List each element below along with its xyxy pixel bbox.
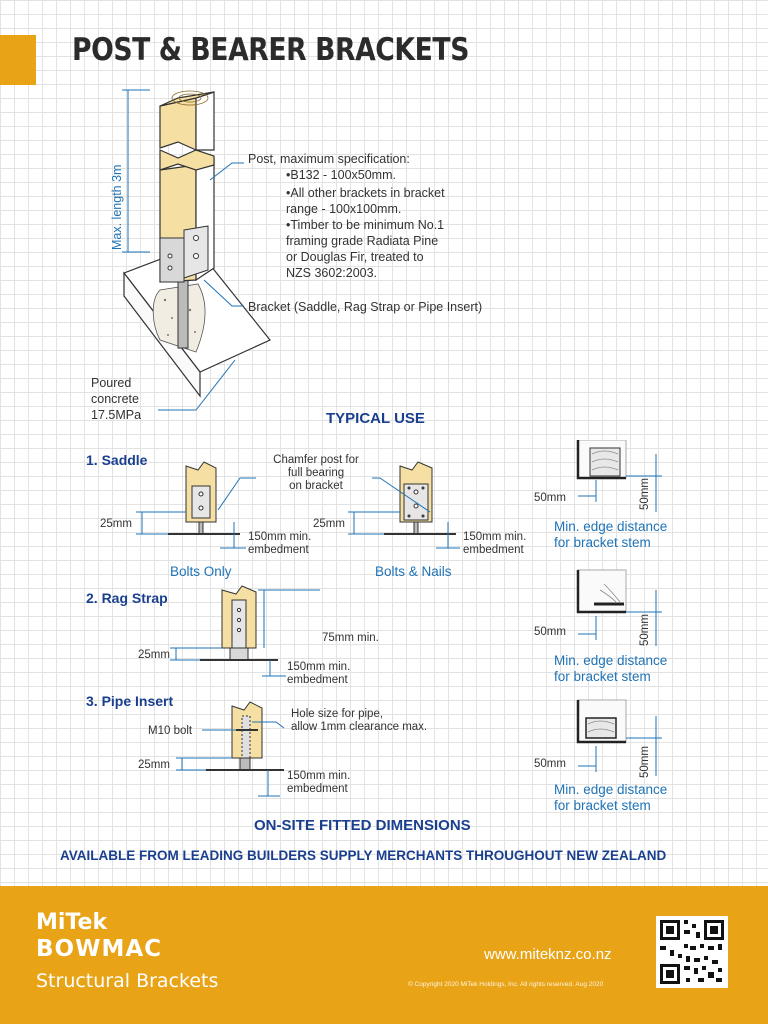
typical-use-heading: TYPICAL USE bbox=[326, 410, 425, 427]
saddle-dim-25-left: 25mm bbox=[100, 518, 132, 530]
chamfer-note: Chamfer post for full bearing on bracket bbox=[256, 454, 376, 493]
saddle-bolts-only bbox=[168, 461, 240, 535]
concrete-label: 17.5MPa bbox=[91, 408, 142, 422]
pipe-embed: 150mm min. embedment bbox=[287, 770, 350, 796]
availability-banner: AVAILABLE FROM LEADING BUILDERS SUPPLY M… bbox=[60, 848, 667, 863]
rag-strap-detail bbox=[200, 585, 278, 661]
caption-line: for bracket stem bbox=[554, 669, 651, 684]
edge-1-caption: Min. edge distance for bracket stem bbox=[554, 519, 667, 551]
note-line: on bracket bbox=[289, 480, 343, 492]
brand-bowmac: BOWMAC bbox=[36, 936, 163, 962]
note-line: 150mm min. bbox=[248, 531, 312, 543]
bracket-plates bbox=[159, 225, 209, 283]
bracket-stem bbox=[177, 275, 189, 349]
edge-3-caption: Min. edge distance for bracket stem bbox=[554, 782, 667, 814]
caption-line: for bracket stem bbox=[554, 798, 651, 813]
note-line: Chamfer post for bbox=[273, 454, 359, 466]
note-line: Hole size for pipe, bbox=[291, 708, 384, 720]
note-line: allow 1mm clearance max. bbox=[291, 721, 428, 733]
edge-3-h: 50mm bbox=[534, 758, 566, 770]
saddle-bolts-nails bbox=[384, 461, 456, 535]
note-line: full bearing bbox=[287, 467, 345, 479]
edge-3-v: 50mm bbox=[639, 746, 651, 778]
note-line: embedment bbox=[287, 674, 348, 686]
note-line: 150mm min. bbox=[287, 770, 351, 782]
note-line: embedment bbox=[287, 783, 348, 795]
concrete-label: Poured bbox=[91, 376, 132, 390]
website-link[interactable]: www.miteknz.co.nz bbox=[484, 946, 612, 963]
post-spec-item: range - 100x100mm. bbox=[286, 202, 402, 216]
page-title: POST & BEARER BRACKETS bbox=[72, 32, 469, 68]
edge-1-h: 50mm bbox=[534, 492, 566, 504]
bracket-label: Bracket (Saddle, Rag Strap or Pipe Inser… bbox=[248, 300, 483, 314]
pipe-dim-25: 25mm bbox=[138, 759, 170, 771]
post-spec-item: framing grade Radiata Pine bbox=[286, 234, 439, 248]
rag-dim-25: 25mm bbox=[138, 649, 170, 661]
qr-code-graphic bbox=[660, 920, 724, 984]
saddle-embed-left: 150mm min. embedment bbox=[248, 531, 311, 557]
rag-strap-dimensions bbox=[170, 589, 320, 677]
edge-detail-2 bbox=[576, 569, 662, 646]
post-spec-item: or Douglas Fir, treated to bbox=[286, 250, 424, 264]
post-spec-item: •B132 - 100x50mm. bbox=[286, 168, 396, 182]
brand-tagline: Structural Brackets bbox=[36, 970, 219, 992]
post-spec-heading: Post, maximum specification: bbox=[248, 152, 410, 166]
post-spec-item: •All other brackets in bracket bbox=[286, 186, 445, 200]
saddle-dim-25-right: 25mm bbox=[313, 518, 345, 530]
main-post-diagram bbox=[122, 89, 271, 411]
footer: MiTek BOWMAC Structural Brackets www.mit… bbox=[0, 886, 768, 1024]
caption-line: for bracket stem bbox=[554, 535, 651, 550]
saddle-dimensions bbox=[136, 477, 460, 549]
step-saddle: 1. Saddle bbox=[86, 452, 148, 468]
post-spec-item: NZS 3602:2003. bbox=[286, 266, 378, 280]
note-line: embedment bbox=[248, 544, 309, 556]
note-line: embedment bbox=[463, 544, 524, 556]
brand-mitek: MiTek bbox=[36, 910, 108, 935]
edge-detail-3 bbox=[576, 699, 662, 776]
caption-line: Min. edge distance bbox=[554, 782, 668, 797]
pipe-bolt-label: M10 bolt bbox=[148, 725, 193, 737]
copyright-text: © Copyright 2020 MiTek Holdings, Inc. Al… bbox=[408, 981, 604, 988]
rag-dim-75: 75mm min. bbox=[322, 632, 379, 644]
step-rag-strap: 2. Rag Strap bbox=[86, 590, 168, 606]
pipe-hole-note: Hole size for pipe, allow 1mm clearance … bbox=[291, 708, 427, 734]
height-dimension-line bbox=[122, 89, 150, 253]
post-spec-item: •Timber to be minimum No.1 bbox=[286, 218, 445, 232]
leader-lines bbox=[158, 162, 244, 411]
edge-detail-1 bbox=[576, 440, 662, 512]
concrete-label: concrete bbox=[91, 392, 139, 406]
pipe-insert-detail bbox=[206, 701, 284, 771]
detail-diagrams bbox=[136, 440, 662, 797]
saddle-embed-right: 150mm min. embedment bbox=[463, 531, 526, 557]
caption-bolts-only: Bolts Only bbox=[170, 564, 232, 579]
step-pipe-insert: 3. Pipe Insert bbox=[86, 693, 174, 709]
note-line: 150mm min. bbox=[287, 661, 351, 673]
qr-code-icon[interactable] bbox=[656, 916, 728, 988]
caption-line: Min. edge distance bbox=[554, 519, 668, 534]
accent-block bbox=[0, 35, 36, 85]
edge-2-caption: Min. edge distance for bracket stem bbox=[554, 653, 667, 685]
edge-2-v: 50mm bbox=[639, 614, 651, 646]
height-label: Max. length 3m bbox=[110, 164, 124, 250]
pipe-insert-dimensions bbox=[176, 721, 285, 797]
edge-2-h: 50mm bbox=[534, 626, 566, 638]
rag-embed: 150mm min. embedment bbox=[287, 661, 350, 687]
caption-bolts-nails: Bolts & Nails bbox=[375, 564, 452, 579]
fitted-dimensions-heading: ON-SITE FITTED DIMENSIONS bbox=[254, 817, 471, 834]
edge-1-v: 50mm bbox=[639, 478, 651, 510]
caption-line: Min. edge distance bbox=[554, 653, 668, 668]
note-line: 150mm min. bbox=[463, 531, 527, 543]
